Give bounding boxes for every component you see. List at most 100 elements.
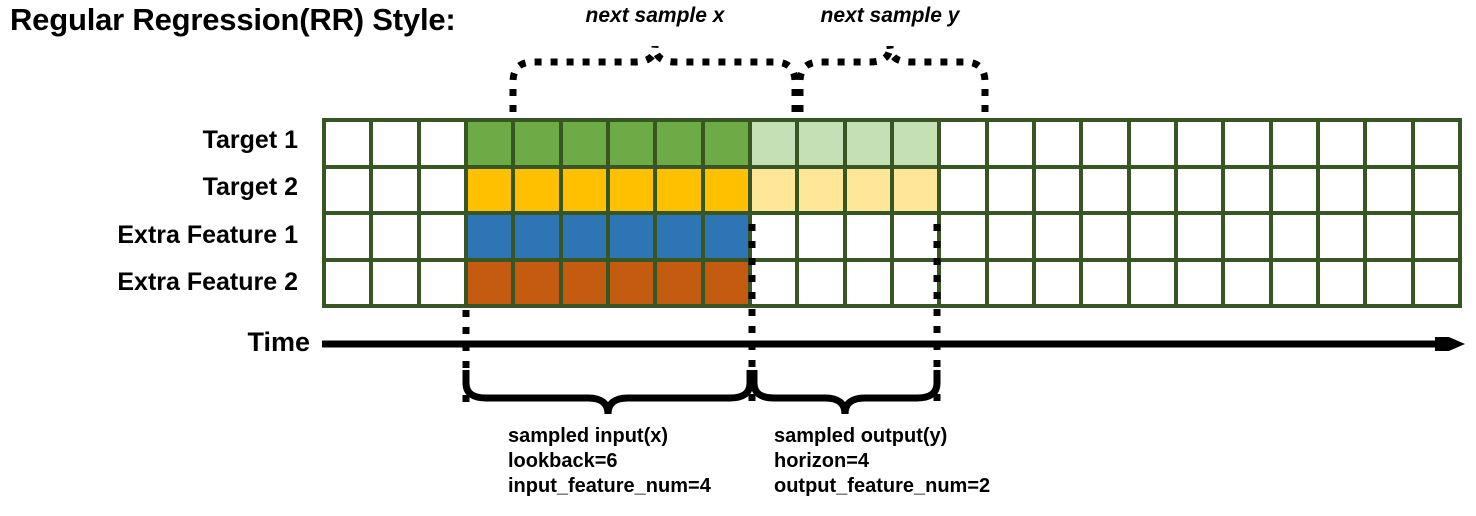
grid-cell [1035,261,1080,304]
sampled-output-line-1: sampled output(y) [774,425,948,447]
grid-cell [657,168,701,211]
grid-cell [1367,168,1411,211]
grid-cell [1035,122,1080,165]
grid-cell [373,168,417,211]
grid-cell [988,215,1032,258]
grid-cell [467,122,512,165]
grid-cell [609,168,654,211]
grid-cell [893,168,938,211]
grid-cell [893,122,938,165]
grid-cell [515,215,559,258]
grid-cell [1083,168,1127,211]
grid-cell [657,215,701,258]
grid-cell [1414,122,1458,165]
grid-cell [1177,122,1222,165]
grid-cell [609,122,654,165]
grid-cell [467,215,512,258]
grid-cell [1414,261,1458,304]
sampled-output-description: sampled output(y) horizon=4 output_featu… [774,424,990,499]
grid-cell [1083,261,1127,304]
grid-cell [988,122,1032,165]
grid-cell [1130,215,1174,258]
annotation-next-sample-y: next sample y [820,4,960,27]
grid-cell [846,215,890,258]
sampled-output-line-3: output_feature_num=2 [774,475,991,497]
row-label-target-2: Target 2 [202,173,298,202]
grid-cell [1130,168,1174,211]
grid-cell [515,122,559,165]
grid-cell [1083,215,1127,258]
grid-cell [326,215,370,258]
grid-cell [799,261,843,304]
grid-cell [751,215,796,258]
grid-cell [988,168,1032,211]
grid-cell [1319,261,1364,304]
sampled-input-line-2: lookback=6 [508,450,618,472]
grid-cell [704,215,748,258]
grid-cell [1319,168,1364,211]
sampled-input-description: sampled input(x) lookback=6 input_featur… [508,424,711,499]
grid-cell [846,122,890,165]
grid-cell [1130,261,1174,304]
grid-cell [893,261,938,304]
row-label-group: Target 1 Target 2 Extra Feature 1 Extra Fea… [0,118,310,308]
grid-cell [373,261,417,304]
row-label-target-1: Target 1 [202,125,298,154]
grid-cell [1272,261,1316,304]
grid-cell [1177,215,1222,258]
grid-cell [420,215,464,258]
grid-cell [609,215,654,258]
grid-cell [1367,261,1411,304]
grid-cell [420,122,464,165]
grid-cell [1083,122,1127,165]
grid-cell [704,122,748,165]
grid-cell [846,261,890,304]
grid-cell [420,168,464,211]
grid-cell [1272,122,1316,165]
row-label-extra-feature-2: Extra Feature 2 [117,268,298,297]
grid-cell [1272,215,1316,258]
grid-cell [515,261,559,304]
grid-cell [751,122,796,165]
grid-cell [1177,261,1222,304]
grid-cell [941,261,985,304]
grid-cell [1414,215,1458,258]
sampled-output-line-2: horizon=4 [774,450,870,472]
grid-cell [941,122,985,165]
grid-cell [799,168,843,211]
grid-cell [420,261,464,304]
grid-cell [799,122,843,165]
grid-cell [562,122,606,165]
row-label-extra-feature-1: Extra Feature 1 [117,220,298,249]
grid-cell [657,261,701,304]
grid-cell [515,168,559,211]
grid-cell [751,168,796,211]
grid-cell [562,261,606,304]
grid-cell [751,261,796,304]
grid-cell [988,261,1032,304]
grid-cell [326,168,370,211]
grid-cell [373,215,417,258]
sampled-input-line-1: sampled input(x) [508,425,669,447]
grid-cell [1225,168,1269,211]
grid-cell [893,215,938,258]
sampled-input-line-3: input_feature_num=4 [508,475,711,497]
grid-cell [941,168,985,211]
grid-cell [326,261,370,304]
timeline-grid [322,118,1462,308]
grid-cell [1319,122,1364,165]
grid-cell [1367,122,1411,165]
grid-cell [846,168,890,211]
grid-cell [562,215,606,258]
grid-cell [326,122,370,165]
grid-cell [562,168,606,211]
grid-cell [1319,215,1364,258]
grid-cell [1035,168,1080,211]
grid-cell [1225,215,1269,258]
time-axis-label: Time [247,327,310,357]
grid-cell [799,215,843,258]
grid-cell [1130,122,1174,165]
grid-cell [704,168,748,211]
grid-cell [1225,261,1269,304]
